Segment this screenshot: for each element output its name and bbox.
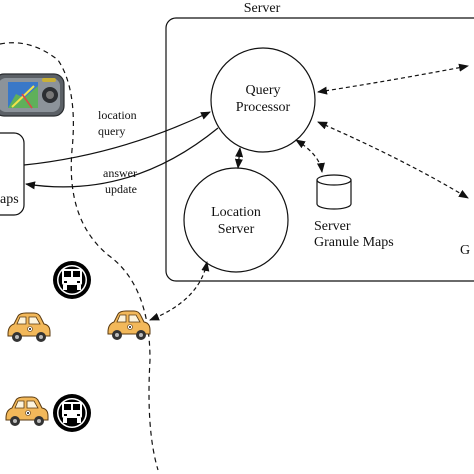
server-granule-maps-database-icon xyxy=(316,174,352,210)
location-query-label-line2: query xyxy=(98,124,125,138)
processor-right-upper-edge xyxy=(317,63,469,95)
server-granule-maps-label-line2: Granule Maps xyxy=(314,235,394,250)
processor-location-server-edge xyxy=(234,147,244,169)
car-icon xyxy=(5,396,49,427)
car-icon xyxy=(7,312,51,343)
answer-update-label-line1: answer xyxy=(103,166,137,180)
server-box xyxy=(165,17,474,282)
server-title: Server xyxy=(244,1,281,16)
server-granule-maps-label-line1: Server xyxy=(314,219,351,234)
bus-icon xyxy=(53,261,91,299)
location-server-car-edge xyxy=(149,261,210,321)
query-processor-label-line1: Query xyxy=(246,83,281,98)
answer-update-edge xyxy=(25,127,219,190)
answer-update-label-line2: update xyxy=(105,182,137,196)
query-processor-label-line2: Processor xyxy=(236,100,291,115)
processor-granule-maps-edge xyxy=(295,139,325,173)
location-query-label-line1: location xyxy=(98,108,137,122)
client-box xyxy=(0,132,25,216)
car-icon xyxy=(107,310,151,341)
client-area-boundary xyxy=(0,42,159,471)
location-query-edge xyxy=(23,111,211,166)
right-node-label-fragment: G xyxy=(460,243,470,258)
location-server-label-line1: Location xyxy=(211,205,261,220)
client-maps-label: aps xyxy=(0,192,19,207)
query-processor-node xyxy=(210,47,316,153)
bus-icon xyxy=(53,394,91,432)
location-server-label-line2: Server xyxy=(218,222,255,237)
gps-device-icon xyxy=(0,73,65,117)
location-server-node xyxy=(183,167,289,273)
processor-right-lower-edge xyxy=(317,121,469,199)
